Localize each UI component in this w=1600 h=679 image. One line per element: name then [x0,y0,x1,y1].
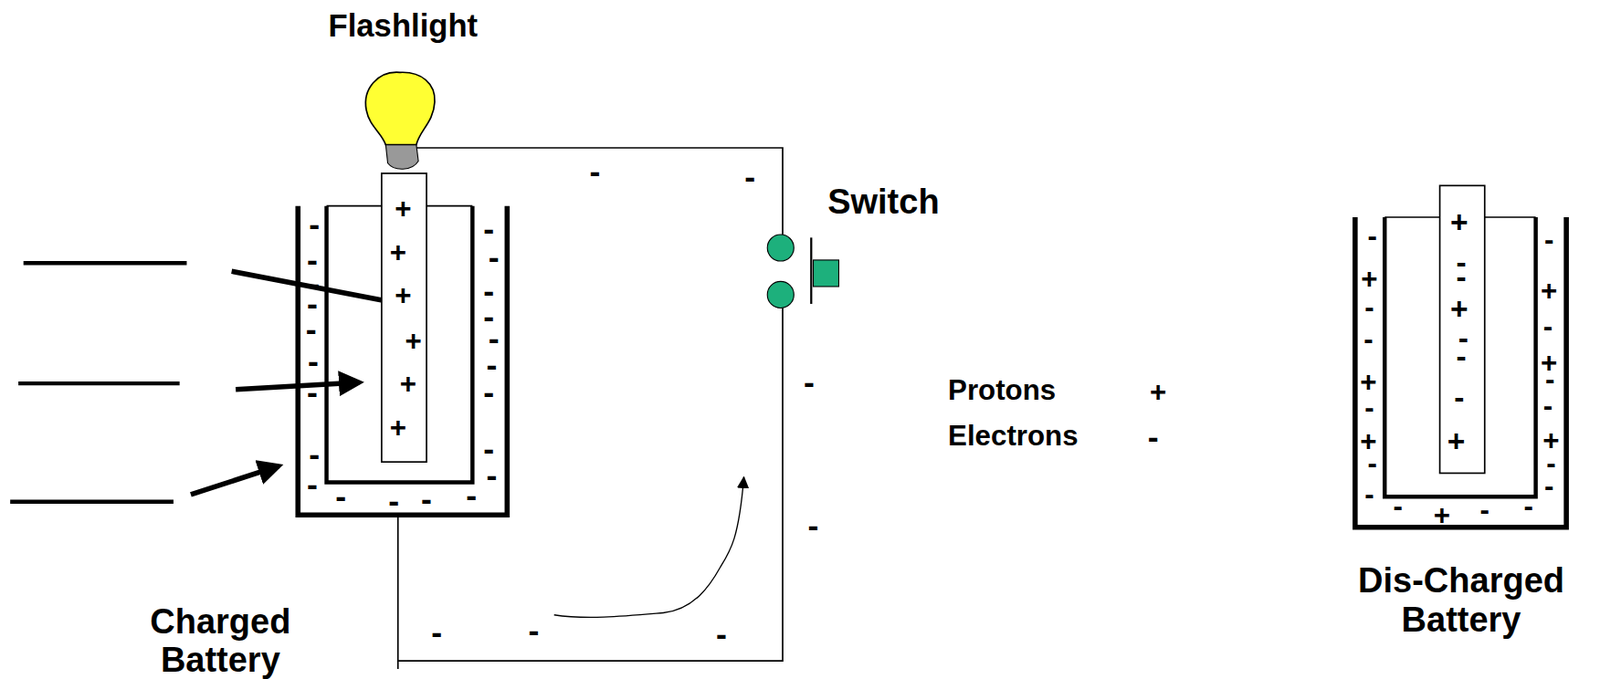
answer-blank [10,263,187,502]
charge-sign: - [306,468,318,502]
label-text: Charged Battery [113,601,328,679]
charged-battery [297,173,507,516]
charge-sign: - [1364,294,1374,323]
charge-sign: - [1455,262,1466,294]
charge-sign: - [803,366,815,400]
charge-sign: - [808,509,820,543]
charge-sign: + [1450,294,1469,326]
charge-sign: - [1364,480,1374,509]
charge-sign: - [1368,450,1378,479]
charge-sign: + [1540,276,1558,306]
charge-sign: - [589,155,600,189]
charge-sign: - [486,459,498,493]
charge-sign: - [1545,365,1555,394]
charge-sign: + [400,370,417,400]
charge-sign: - [1544,472,1554,501]
charge-sign: - [1480,495,1490,525]
charge-sign: + [1433,502,1451,531]
label-text: Protons [947,376,1056,405]
charge-sign: - [306,376,318,410]
charge-sign: + [1360,265,1378,295]
charge-sign: + [1359,368,1377,397]
charge-sign: - [1455,341,1466,373]
wire [398,147,783,670]
charge-sign: - [1543,312,1553,341]
charge-sign: + [394,281,411,310]
charge-sign: - [715,618,727,652]
switch-symbol [767,234,839,308]
charge-sign: - [488,241,500,274]
charge-sign: - [1147,420,1159,453]
charge-sign: - [431,616,443,650]
charge-sign: - [1364,393,1374,422]
charge-sign: - [744,159,756,193]
charge-sign: - [308,437,320,471]
charge-sign: - [1393,493,1403,522]
charge-sign: - [388,484,400,518]
discharged-battery [1355,185,1567,527]
charge-sign: + [389,238,407,267]
charge-sign: + [1450,207,1469,239]
charge-sign: - [1368,222,1378,252]
charge-sign: + [389,414,407,443]
bulb-symbol [365,72,435,169]
charge-sign: - [1524,493,1534,522]
charge-sign: - [421,483,432,516]
flow-arrow [554,477,745,618]
label-text: Switch [827,183,939,219]
charge-sign: - [335,480,347,514]
charge-sign: - [1363,325,1373,354]
charge-sign: - [1543,391,1553,421]
charge-sign: - [1453,382,1464,414]
charge-sign: + [394,194,411,223]
label-text: Electrons [947,422,1079,452]
charge-sign: + [404,327,422,357]
charge-sign: + [1447,426,1466,458]
charge-sign: + [1149,378,1167,408]
charge-sign: - [1544,225,1554,254]
charge-sign: - [307,345,319,379]
charge-sign: - [308,208,320,242]
charge-sign: - [527,614,539,648]
charge-sign: - [465,479,477,513]
label-text: Dis-Charged Battery [1313,561,1600,640]
label-text: Flashlight [328,10,479,43]
charge-sign: - [483,376,495,410]
charge-sign: - [305,313,317,347]
